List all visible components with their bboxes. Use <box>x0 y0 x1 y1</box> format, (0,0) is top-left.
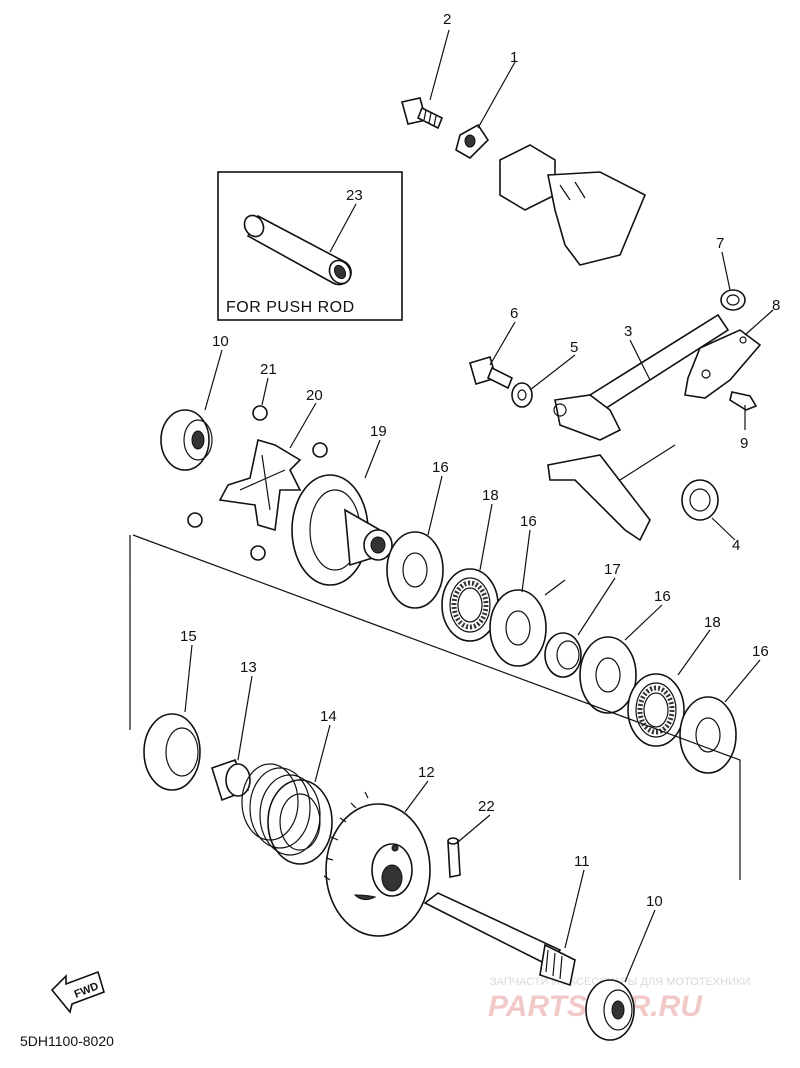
shaft-part-11 <box>423 892 576 987</box>
screw-part-9 <box>729 391 758 411</box>
callout-16-b: 16 <box>520 513 537 530</box>
washer-part-16-a <box>386 531 444 609</box>
spring-part-14 <box>241 763 333 865</box>
bolt-part-2 <box>401 97 444 130</box>
callout-11: 11 <box>574 853 590 870</box>
callout-18-a: 18 <box>482 487 499 504</box>
washer-part-5 <box>511 382 533 408</box>
callout-9: 9 <box>740 435 748 452</box>
callout-4: 4 <box>732 537 740 554</box>
washer-part-16-c <box>579 636 637 714</box>
collar-part-13 <box>211 759 251 802</box>
callout-3: 3 <box>624 323 632 340</box>
callout-12: 12 <box>418 764 435 781</box>
gear-part-12 <box>323 791 431 937</box>
callout-16-c: 16 <box>654 588 671 605</box>
thrust-bearing-part-18-b <box>627 673 685 747</box>
cross-part-20 <box>218 438 302 532</box>
bearing-part-10-top <box>160 409 213 471</box>
push-rod-part-23 <box>243 214 352 286</box>
push-rod-inset-box <box>217 171 403 321</box>
bushing-part-4 <box>681 479 719 521</box>
collar-part-17 <box>544 632 582 678</box>
callout-16-d: 16 <box>752 643 769 660</box>
callout-20: 20 <box>306 387 323 404</box>
thrust-bearing-part-18-a <box>441 568 499 642</box>
callout-17: 17 <box>604 561 621 578</box>
callout-16-a: 16 <box>432 459 449 476</box>
callout-2: 2 <box>443 11 451 28</box>
callout-23: 23 <box>346 187 363 204</box>
callout-8: 8 <box>772 297 780 314</box>
callout-6: 6 <box>510 305 518 322</box>
callout-13: 13 <box>240 659 257 676</box>
callout-7: 7 <box>716 235 724 252</box>
inset-label: FOR PUSH ROD <box>226 299 355 316</box>
assembly-bracket <box>129 534 741 880</box>
cylinder-end <box>499 144 647 266</box>
seal-part-15 <box>143 713 201 791</box>
callout-10-bottom: 10 <box>646 893 663 910</box>
pulley-part-19 <box>291 474 393 586</box>
callout-10-top: 10 <box>212 333 229 350</box>
collar-part-7 <box>720 289 746 311</box>
push-lever-shaft-part-3 <box>547 313 730 542</box>
callout-5: 5 <box>570 339 578 356</box>
diagram-code: 5DH1100-8020 <box>20 1033 114 1049</box>
callout-1: 1 <box>510 49 518 66</box>
callout-19: 19 <box>370 423 387 440</box>
bearing-part-10-bottom <box>585 979 635 1041</box>
pin-part-22 <box>447 837 461 878</box>
callout-15: 15 <box>180 628 197 645</box>
bolt-part-6 <box>469 356 514 390</box>
callout-21: 21 <box>260 361 277 378</box>
callout-22: 22 <box>478 798 495 815</box>
washer-part-1 <box>455 123 490 159</box>
fwd-arrow-icon: FWD <box>50 970 105 1014</box>
leader-lines <box>184 29 774 983</box>
washer-part-16-d <box>679 696 737 774</box>
lever-part-8 <box>684 329 762 399</box>
callout-18-b: 18 <box>704 614 721 631</box>
balls-part-21 <box>187 405 328 561</box>
washer-part-16-b <box>489 589 547 667</box>
callout-14: 14 <box>320 708 337 725</box>
